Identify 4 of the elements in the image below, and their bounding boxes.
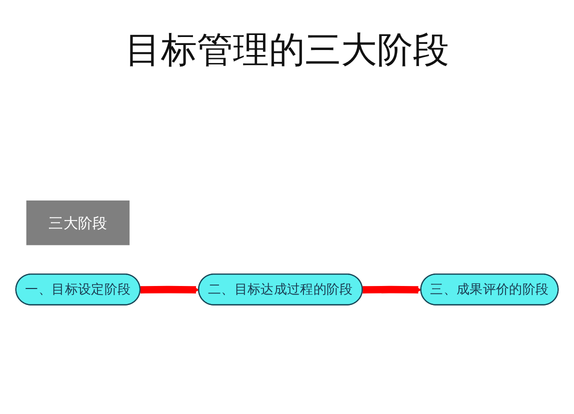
- arrow: [362, 286, 422, 294]
- arrow: [140, 286, 200, 294]
- node-box: 三大阶段: [26, 200, 130, 245]
- title: 目标管理的三大阶段: [124, 29, 450, 73]
